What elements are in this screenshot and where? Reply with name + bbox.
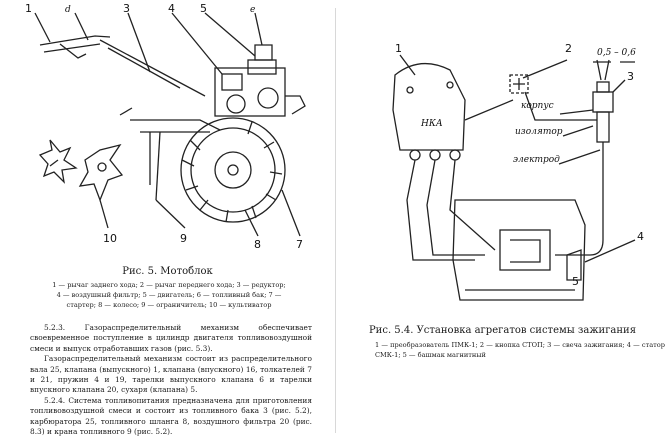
ignition-diagram: 1 2 3 4 5 0,5 – 0,6 корпус изолятор элек… xyxy=(392,42,644,301)
callout-4: 4 xyxy=(168,2,175,15)
callout-3: 3 xyxy=(627,70,634,83)
label-electrode: электрод xyxy=(513,155,560,165)
motoblock-drawing: 1 d 3 4 5 e 10 9 8 7 xyxy=(25,2,306,251)
callout-4: 4 xyxy=(637,230,644,243)
left-page: 1 d 3 4 5 e 10 9 8 7 Рис. 5. Мотоблок 1 … xyxy=(8,2,330,437)
figure-5-4-legend: 1 — преобразователь ПМК-1; 2 — кнопка СТ… xyxy=(375,340,665,360)
figure-5-4-caption: Рис. 5.4. Установка агрегатов системы за… xyxy=(368,325,637,336)
legend-line: стартер; 8 — колесо; 9 — ограничитель; 1… xyxy=(66,301,272,309)
right-page: 1 2 3 4 5 0,5 – 0,6 корпус изолятор элек… xyxy=(335,0,670,441)
callout-10: 10 xyxy=(103,232,117,245)
figure-5-legend: 1 — рычаг заднего хода; 2 — рычаг передн… xyxy=(8,280,330,310)
gap-label: 0,5 – 0,6 xyxy=(597,48,636,58)
svg-text:d: d xyxy=(65,5,71,15)
callout-2: 2 xyxy=(565,42,572,55)
callout-8: 8 xyxy=(254,238,261,251)
callout-9: 9 xyxy=(180,232,187,245)
callout-3: 3 xyxy=(123,2,130,15)
paragraph: 5.2.4. Система топливопитания предназнач… xyxy=(30,395,312,437)
figure-5-caption: Рис. 5. Мотоблок xyxy=(122,266,213,277)
motoblock-callouts: 1 d 3 4 5 e 10 9 8 7 xyxy=(25,2,303,251)
label-insulator: изолятор xyxy=(515,127,563,137)
svg-text:e: e xyxy=(250,5,255,15)
module-mark: НКА xyxy=(420,119,443,129)
legend-line: 1 — рычаг заднего хода; 2 — рычаг передн… xyxy=(52,281,286,289)
callout-1: 1 xyxy=(25,2,32,15)
legend-line: 1 — преобразователь ПМК-1; 2 — кнопка СТ… xyxy=(375,341,665,359)
callout-5: 5 xyxy=(200,2,207,15)
label-body: корпус xyxy=(521,101,554,111)
paragraph: Газораспределительный механизм состоит и… xyxy=(30,354,312,395)
callout-1: 1 xyxy=(395,42,402,55)
callout-7: 7 xyxy=(296,238,303,251)
paragraph: 5.2.3. Газораспределительный механизм об… xyxy=(30,323,312,353)
callout-5: 5 xyxy=(572,275,579,288)
body-text: 5.2.3. Газораспределительный механизм об… xyxy=(30,323,312,437)
legend-line: 4 — воздушный фильтр; 5 — двигатель; 6 —… xyxy=(56,291,282,299)
